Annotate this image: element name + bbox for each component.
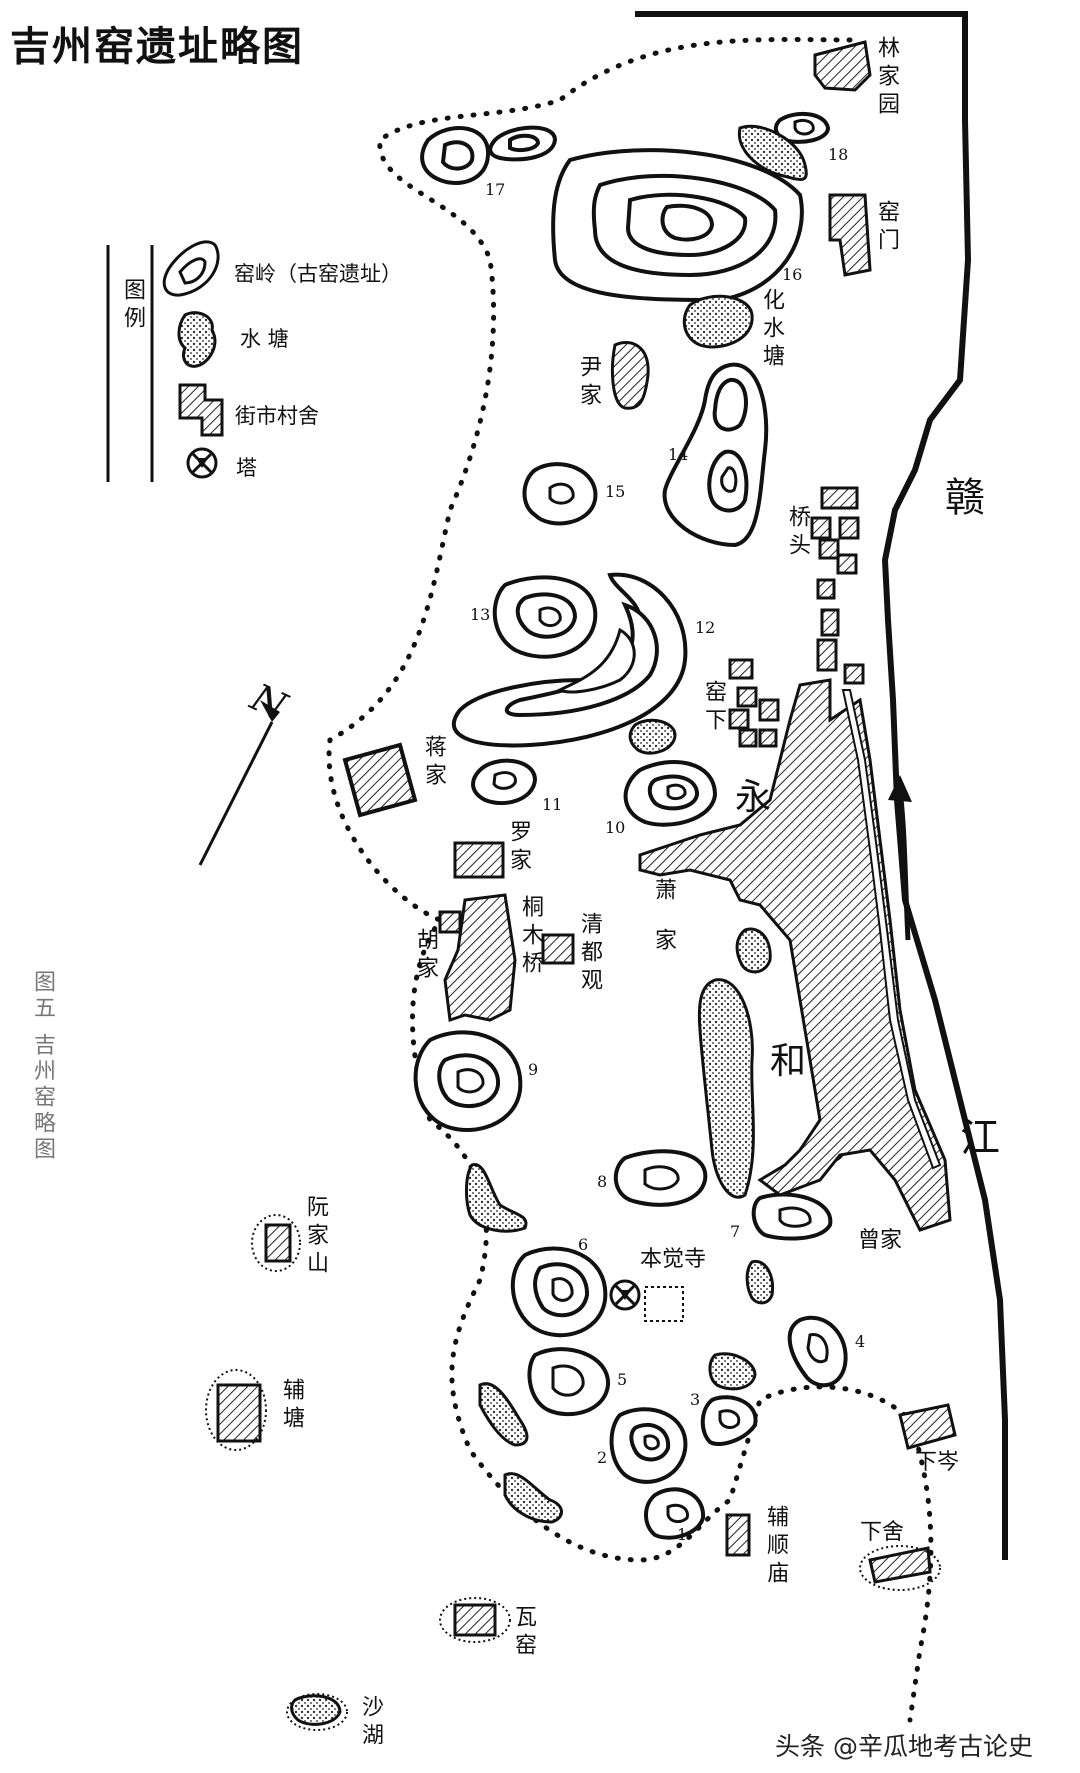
kiln-number-18: 18: [828, 145, 849, 164]
place-cengjia: 曾家: [858, 1228, 903, 1253]
kiln-mound-2: [609, 1407, 688, 1484]
site-boundary: [326, 37, 934, 1723]
place-benjuesi: 本觉寺: [640, 1247, 707, 1272]
place-yinjia: 尹家: [576, 355, 601, 411]
pagoda-icon: [186, 447, 218, 479]
place-yong: 永: [735, 777, 772, 818]
side-caption: 图五 吉州窑略图: [30, 970, 55, 1163]
kiln-number-12: 12: [695, 618, 716, 637]
kiln-mound-14: [662, 362, 769, 548]
village-icon: [178, 383, 224, 437]
kiln-mound-7: [751, 1192, 833, 1241]
place-ruanjiashan: 阮家山: [303, 1195, 328, 1279]
pond-icon: [177, 311, 217, 368]
kiln-number-1: 1: [677, 1525, 688, 1544]
river-name-bottom: 江: [960, 1115, 1000, 1161]
kiln-mound-13: [492, 575, 598, 659]
kiln-mound-8: [613, 1149, 708, 1207]
kiln-number-10: 10: [605, 818, 626, 837]
kiln-mound-17: [420, 125, 558, 185]
kiln-mound-icon: [162, 240, 220, 297]
kiln-number-5: 5: [617, 1370, 628, 1389]
legend-frame: [106, 245, 154, 482]
river-bank: [635, 11, 1008, 1560]
place-shahu: 沙湖: [358, 1695, 383, 1751]
place-xiaojia: 萧家: [651, 878, 676, 978]
villages: [216, 40, 957, 1637]
place-wayao: 瓦窑: [511, 1605, 536, 1661]
place-tongmuqiao: 桐木桥: [518, 895, 543, 979]
place-huashuitang: 化水塘: [759, 288, 784, 372]
legend-item-village: 街市村舍: [235, 404, 319, 428]
kiln-number-8: 8: [597, 1172, 608, 1191]
place-qiaotou: 桥头: [785, 505, 810, 561]
place-yaoxia: 窑下: [701, 680, 726, 736]
place-qingduguan: 清都观: [577, 912, 602, 996]
legend-heading: 图例: [120, 278, 145, 334]
place-luojia: 罗家: [506, 820, 531, 876]
watermark: 头条 @辛瓜地考古论史: [775, 1732, 1033, 1761]
kiln-mound-6: [510, 1246, 608, 1338]
kiln-number-3: 3: [690, 1390, 701, 1409]
kiln-number-17: 17: [485, 180, 506, 199]
kiln-number-6: 6: [578, 1235, 589, 1254]
place-futang: 辅塘: [279, 1378, 304, 1434]
village-dotted-outlines: [205, 1214, 941, 1731]
ponds: [290, 124, 844, 1726]
legend-item-pond: 水 塘: [240, 327, 289, 351]
kiln-number-13: 13: [470, 605, 491, 624]
kiln-number-7: 7: [730, 1222, 741, 1241]
kiln-number-14: 14: [668, 445, 689, 464]
kiln-mounds: [413, 111, 848, 1540]
kiln-number-4: 4: [855, 1332, 866, 1351]
place-jiangjia: 蒋家: [421, 735, 446, 791]
kiln-mound-1: [644, 1487, 706, 1540]
legend-item-pagoda: 塔: [236, 456, 257, 480]
kiln-mound-15: [522, 462, 598, 526]
map-title: 吉州窑遗址略图: [10, 24, 304, 70]
legend-item-kiln: 窑岭（古窑遗址）: [234, 262, 402, 286]
kiln-mound-10: [623, 760, 718, 827]
kiln-number-2: 2: [597, 1448, 608, 1467]
place-linjiayuan: 林家园: [874, 36, 899, 120]
place-fushunmiao: 辅顺庙: [763, 1505, 788, 1589]
place-he: 和: [770, 1041, 807, 1082]
kiln-number-16: 16: [782, 265, 803, 284]
kiln-mound-12: [452, 572, 688, 748]
kiln-mound-3: [700, 1395, 758, 1446]
kiln-mound-5: [527, 1347, 611, 1417]
river-flow-arrow: [888, 775, 912, 941]
kiln-mound-4: [787, 1315, 848, 1388]
place-xiacen: 下岑: [915, 1450, 960, 1475]
pagoda-marker: [609, 1279, 684, 1322]
kiln-number-11: 11: [542, 795, 563, 814]
place-xiashe: 下舍: [860, 1520, 905, 1545]
kiln-mound-16: [551, 148, 804, 303]
kiln-number-9: 9: [528, 1060, 539, 1079]
place-yaomen: 窑门: [874, 200, 899, 256]
river-name-top: 赣: [945, 475, 985, 521]
place-hujia: 胡家: [413, 928, 438, 984]
north-arrow: [198, 700, 280, 866]
kiln-mound-11: [471, 758, 538, 806]
kiln-mound-9: [413, 1030, 523, 1132]
kiln-number-15: 15: [605, 482, 626, 501]
kiln-mound-18: [773, 111, 831, 144]
